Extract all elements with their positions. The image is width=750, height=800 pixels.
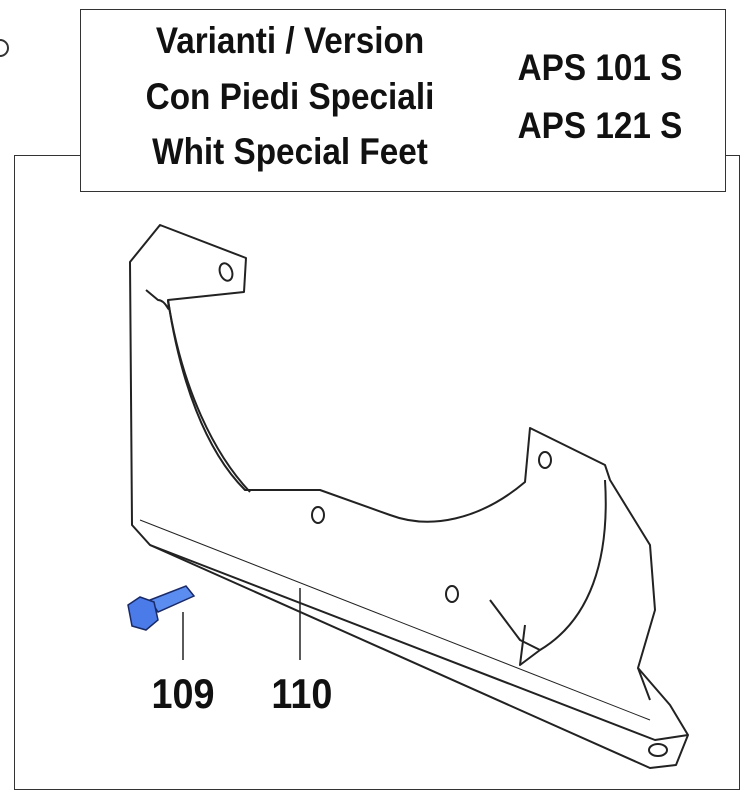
title-line-3: Whit Special Feet — [152, 131, 428, 172]
model-1: APS 101 S — [517, 47, 683, 88]
title-line-1: Varianti / Version — [155, 20, 425, 61]
title-block — [80, 9, 726, 192]
bracket-icon — [129, 224, 689, 769]
model-2: APS 121 S — [517, 105, 683, 146]
bolt-icon — [127, 585, 196, 631]
part-label-110: 110 — [271, 670, 333, 717]
part-label-109: 109 — [151, 670, 215, 717]
edge-mark — [0, 39, 9, 57]
title-line-2: Con Piedi Speciali — [145, 76, 435, 117]
